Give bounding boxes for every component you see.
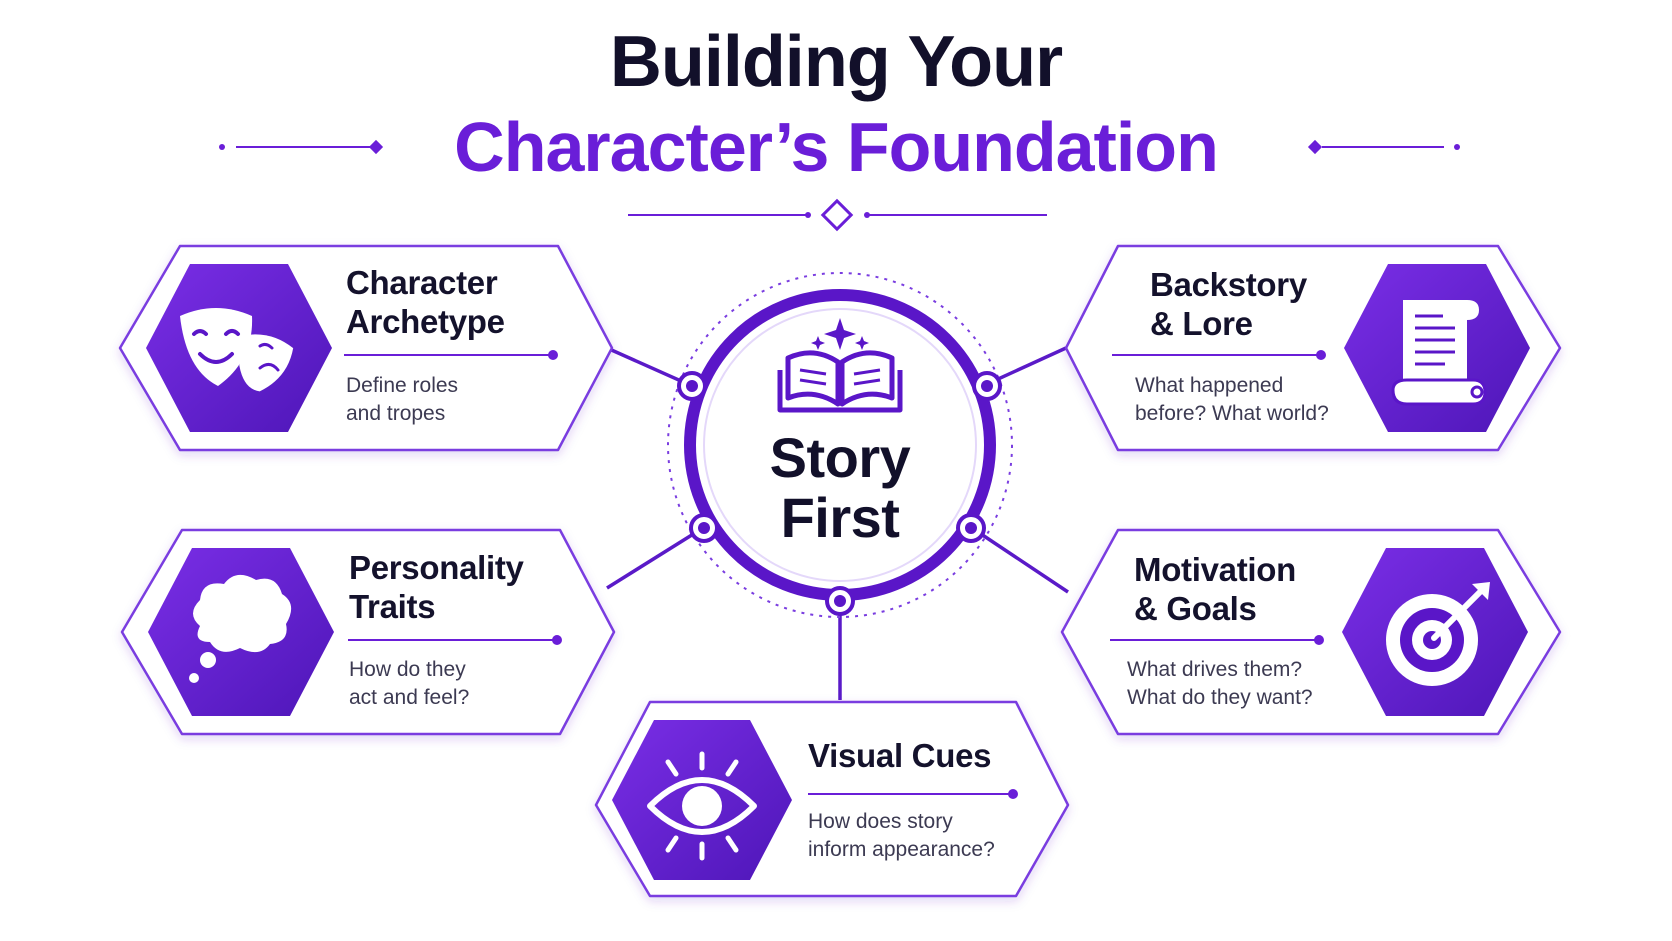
connector-lines: [606, 346, 1069, 700]
card-personality-title-line1: Personality: [349, 549, 524, 586]
card-visual-title-line1: Visual Cues: [808, 737, 992, 774]
card-archetype-title-line2: Archetype: [346, 303, 505, 340]
title-ornament-right: [1307, 139, 1460, 155]
card-personality-desc-line2: act and feel?: [349, 686, 470, 709]
card-backstory-desc: What happened before? What world?: [1135, 372, 1329, 428]
page-title-line1: Building Your: [609, 22, 1063, 102]
card-motivation-title-line1: Motivation: [1134, 551, 1296, 588]
card-archetype-title-line1: Character: [346, 264, 498, 301]
card-visual-title: Visual Cues: [808, 736, 991, 775]
page-title-line2: Character’s Foundation: [454, 108, 1219, 186]
divider-dot: [548, 350, 558, 360]
card-visual-desc: How does story inform appearance?: [808, 808, 995, 864]
card-archetype-title: Character Archetype: [346, 263, 505, 341]
card-motivation-desc-line1: What drives them?: [1127, 658, 1303, 681]
divider-dot: [552, 635, 562, 645]
card-visual-desc-line1: How does story: [808, 810, 953, 833]
target-icon: [1386, 582, 1490, 686]
card-backstory-desc-line1: What happened: [1135, 374, 1284, 397]
card-backstory-title-line1: Backstory: [1150, 266, 1307, 303]
card-backstory-desc-line2: before? What world?: [1135, 402, 1329, 425]
thought-bubble-icon: [189, 574, 292, 683]
divider-dot: [1314, 635, 1324, 645]
card-visual-desc-line2: inform appearance?: [808, 838, 995, 861]
center-hub: [667, 272, 1013, 618]
card-motivation-desc-line2: What do they want?: [1127, 686, 1313, 709]
theater-masks-icon: [180, 308, 294, 392]
divider-dot: [1008, 789, 1018, 799]
card-archetype-desc: Define roles and tropes: [346, 372, 458, 428]
open-book-icon: [777, 318, 903, 413]
card-personality-desc: How do they act and feel?: [349, 656, 469, 712]
card-backstory-title-line2: & Lore: [1150, 305, 1253, 342]
card-archetype-desc-line2: and tropes: [346, 402, 446, 425]
title-ornament-center: [628, 198, 1047, 232]
card-personality-title-line2: Traits: [349, 588, 436, 625]
center-title-line2: First: [780, 486, 900, 549]
center-title-line1: Story: [769, 426, 911, 489]
card-motivation-title-line2: & Goals: [1134, 590, 1257, 627]
divider-dot: [1316, 350, 1326, 360]
card-backstory-title: Backstory & Lore: [1150, 265, 1307, 343]
card-personality-title: Personality Traits: [349, 548, 524, 626]
card-motivation-title: Motivation & Goals: [1134, 550, 1296, 628]
eye-icon: [647, 751, 757, 861]
scroll-icon: [1391, 300, 1487, 406]
card-archetype-desc-line1: Define roles: [346, 374, 459, 397]
title-ornament-left: [219, 139, 384, 155]
center-title: Story First: [730, 428, 950, 548]
card-personality-desc-line1: How do they: [349, 658, 466, 681]
card-motivation-desc: What drives them? What do they want?: [1127, 656, 1313, 712]
